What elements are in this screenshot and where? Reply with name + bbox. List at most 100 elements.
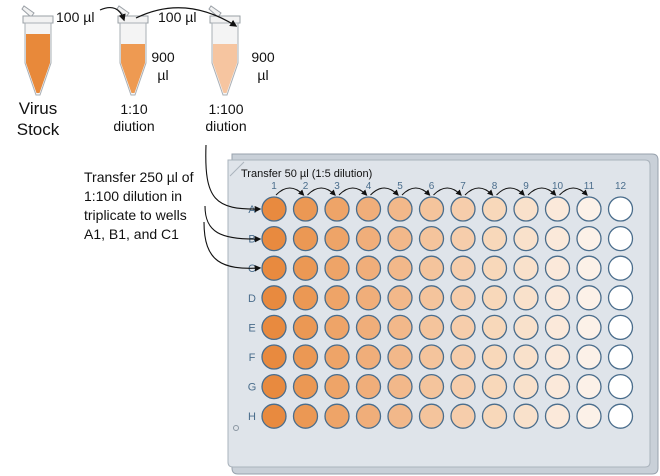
well-grid: [261, 196, 634, 429]
well-C4: [355, 255, 382, 281]
row-label: G: [248, 382, 257, 394]
well-H7: [450, 403, 476, 429]
well-E12: [607, 314, 634, 341]
well-G9: [513, 373, 539, 400]
tube-virus-stock: Virus Stock: [17, 5, 60, 139]
row-label: D: [248, 293, 256, 305]
well-H6: [418, 403, 445, 429]
row-label: F: [249, 352, 256, 364]
well-D11: [576, 285, 602, 311]
tube-label: Stock: [17, 120, 60, 139]
well-E4: [355, 314, 382, 341]
row-label: H: [248, 411, 256, 423]
tube-label: Virus: [19, 99, 57, 118]
tube-cap: [22, 15, 54, 24]
well-C12: [607, 255, 634, 281]
serial-transfer-arrow: [433, 187, 462, 196]
tube-label: diution: [113, 118, 154, 134]
tube-liquid: [26, 34, 50, 93]
well-A6: [418, 196, 445, 222]
plate-corner-notch: [229, 161, 245, 177]
well-D4: [355, 285, 382, 311]
serial-transfer-arrow: [559, 187, 588, 196]
well-D2: [292, 285, 319, 311]
well-G8: [481, 373, 508, 400]
well-C9: [513, 255, 539, 281]
well-G1: [261, 373, 287, 400]
well-E8: [481, 314, 508, 341]
serial-transfer-arrow: [307, 187, 336, 196]
well-E1: [261, 314, 287, 341]
well-B5: [387, 225, 413, 252]
column-label: 5: [397, 181, 403, 192]
well-H9: [513, 403, 539, 429]
transfer-volume-label: 100 µl: [56, 9, 94, 25]
well-B8: [481, 225, 508, 252]
well-C10: [544, 255, 571, 281]
well-A10: [544, 196, 571, 222]
well-G12: [607, 373, 634, 400]
tube-volume: 900: [251, 49, 275, 65]
well-F3: [324, 344, 350, 370]
well-F12: [607, 344, 634, 370]
well-F9: [513, 344, 539, 370]
tube-volume-unit: µl: [157, 67, 168, 83]
well-A12: [607, 196, 634, 222]
well-H12: [607, 403, 634, 429]
column-label: 9: [523, 181, 529, 192]
serial-transfer-arrow: [370, 187, 399, 196]
well-H11: [576, 403, 602, 429]
well-F7: [450, 344, 476, 370]
tube-1-10-dilution: 900 µl 1:10 diution: [113, 5, 175, 134]
row-label: A: [248, 204, 256, 216]
well-G4: [355, 373, 382, 400]
well-B2: [292, 225, 319, 252]
well-B6: [418, 225, 445, 252]
well-D1: [261, 285, 287, 311]
well-F8: [481, 344, 508, 370]
well-C6: [418, 255, 445, 281]
serial-transfer-arrow: [527, 187, 557, 196]
well-A7: [450, 196, 476, 222]
well-A2: [292, 196, 319, 222]
column-label: 2: [303, 181, 309, 192]
well-E9: [513, 314, 539, 341]
well-G3: [324, 373, 350, 400]
well-C2: [292, 255, 319, 281]
column-label: 1: [271, 181, 277, 192]
well-D3: [324, 285, 350, 311]
well-A1: [261, 196, 287, 222]
well-B4: [355, 225, 382, 252]
loading-arrow-b1: [204, 205, 262, 243]
well-F1: [261, 344, 287, 370]
column-label: 7: [460, 181, 466, 192]
well-H10: [544, 403, 571, 429]
serial-transfer-arrows: [275, 187, 588, 196]
column-label: 8: [492, 181, 498, 192]
well-E11: [576, 314, 602, 341]
column-label: 4: [366, 181, 372, 192]
well-G6: [418, 373, 445, 400]
serial-transfer-arrow: [464, 187, 494, 196]
tube-liquid: [213, 44, 237, 93]
well-F2: [292, 344, 319, 370]
tube-volume-unit: µl: [257, 67, 268, 83]
well-E7: [450, 314, 476, 341]
well-H3: [324, 403, 350, 429]
well-C7: [450, 255, 476, 281]
row-label: C: [248, 263, 256, 275]
well-A3: [324, 196, 350, 222]
well-D9: [513, 285, 539, 311]
transfer-volume-label: 100 µl: [158, 9, 196, 25]
well-A8: [481, 196, 508, 222]
column-label: 10: [552, 181, 564, 192]
well-C1: [261, 255, 287, 281]
tube-label: 1:100: [208, 101, 243, 117]
well-C11: [576, 255, 602, 281]
well-B7: [450, 225, 476, 252]
well-B10: [544, 225, 571, 252]
